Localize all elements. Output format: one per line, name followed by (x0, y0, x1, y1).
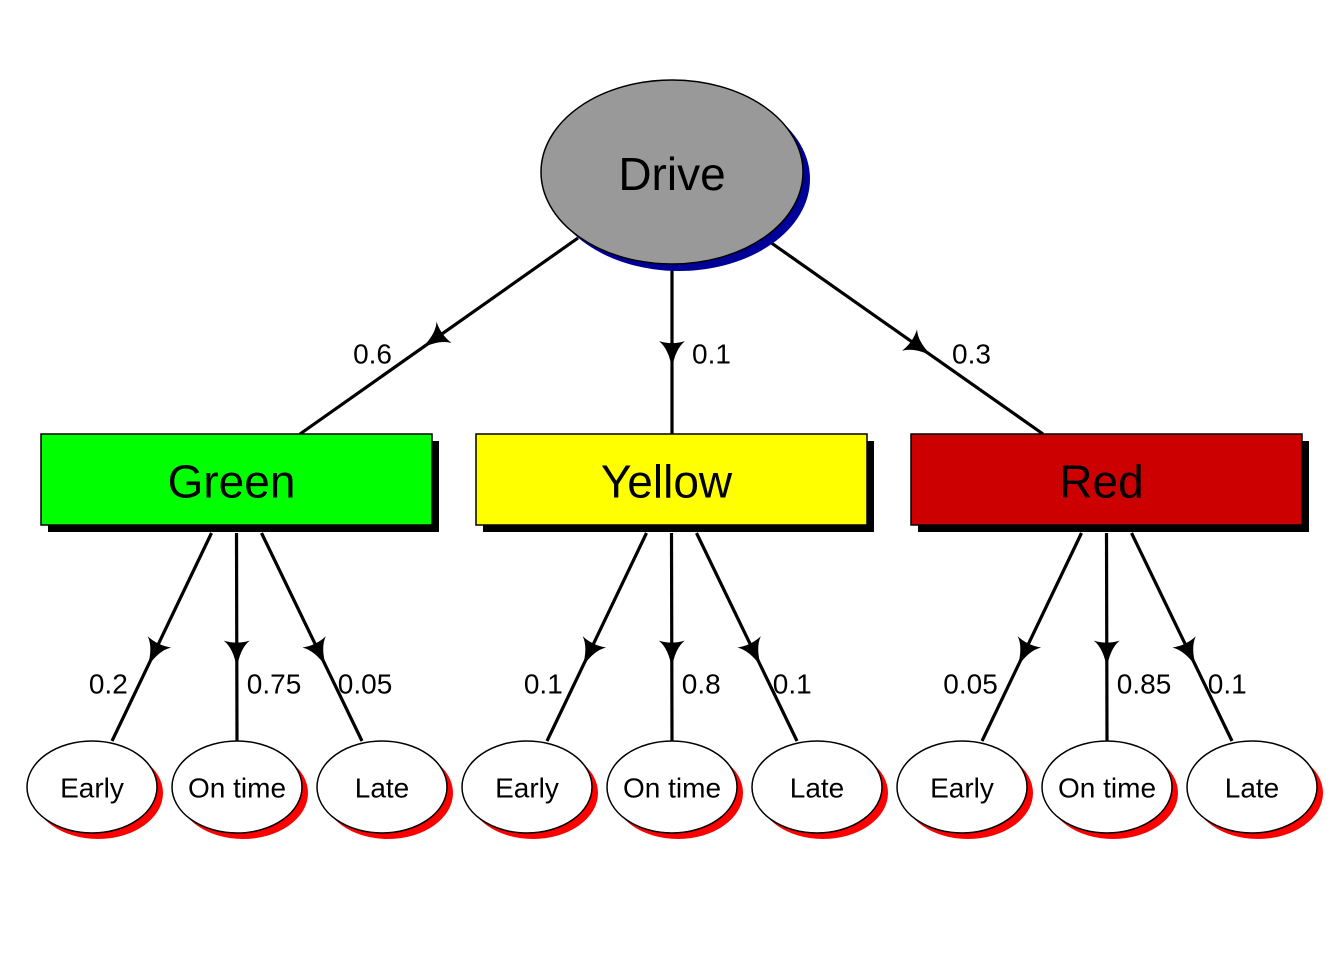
outcome-node-label: Late (790, 773, 845, 804)
probability-label-green-early: 0.2 (89, 669, 128, 700)
outcome-node-label: Early (495, 773, 559, 804)
arrowhead-icon (1093, 640, 1120, 669)
probability-label-red: 0.3 (952, 339, 991, 370)
arrowhead-icon (659, 341, 685, 370)
probability-label-yellow-early: 0.1 (524, 669, 563, 700)
edge-red-to-early (980, 532, 1083, 742)
edge-drive-to-red (769, 240, 1044, 436)
arrowhead-icon (1017, 636, 1042, 668)
edge-green-to-early-line (110, 532, 213, 742)
outcome-node-yellow-late: Late (751, 740, 888, 839)
edge-green-to-early (110, 532, 213, 742)
category-node-label: Green (168, 456, 296, 508)
root-node-label: Drive (618, 148, 725, 200)
outcome-node-label: Late (1225, 773, 1280, 804)
edge-green-to-on-time (223, 532, 250, 742)
edge-green-to-late-line (260, 532, 364, 742)
edge-red-to-on-time (1093, 532, 1120, 742)
outcome-node-ellipse (461, 740, 593, 834)
edge-green-to-late (260, 532, 364, 742)
probability-label-green-on-time: 0.75 (247, 669, 301, 700)
category-node-box (910, 433, 1303, 526)
edge-yellow-to-early (545, 532, 648, 742)
category-node-yellow: Yellow (475, 433, 874, 532)
edge-yellow-to-early-line (545, 532, 648, 742)
edge-yellow-to-late-line (695, 532, 799, 742)
outcome-node-red-early: Early (896, 740, 1033, 839)
probability-label-yellow-late: 0.1 (773, 669, 812, 700)
edge-drive-to-yellow (659, 264, 685, 434)
category-node-green: Green (40, 433, 439, 532)
outcome-node-green-early: Early (26, 740, 163, 839)
outcome-node-ellipse (1041, 740, 1173, 834)
arrowhead-icon (737, 636, 762, 668)
outcome-node-ellipse (751, 740, 883, 834)
edge-drive-to-green (299, 236, 579, 436)
arrowhead-icon (223, 640, 250, 669)
outcome-node-red-on-time: On time (1041, 740, 1178, 839)
edge-green-to-on-time-line (234, 532, 239, 742)
edge-red-to-late-line (1130, 532, 1234, 742)
arrowhead-icon (1172, 636, 1197, 668)
category-node-label: Yellow (601, 456, 733, 508)
edge-yellow-to-on-time (658, 532, 685, 742)
outcome-node-ellipse (1186, 740, 1318, 834)
outcome-node-red-late: Late (1186, 740, 1323, 839)
probability-label-green: 0.6 (353, 339, 392, 370)
outcome-node-label: Early (930, 773, 994, 804)
edge-red-to-late (1130, 532, 1234, 742)
outcome-node-green-on-time: On time (171, 740, 308, 839)
outcome-node-ellipse (316, 740, 448, 834)
edge-drive-to-red-line (769, 240, 1044, 436)
outcome-node-ellipse (606, 740, 738, 834)
root-node-drive: Drive (540, 79, 810, 271)
edge-red-to-early-line (980, 532, 1083, 742)
outcome-node-yellow-early: Early (461, 740, 598, 839)
outcome-node-label: Late (355, 773, 410, 804)
outcome-node-label: On time (188, 773, 286, 804)
probability-label-yellow-on-time: 0.8 (682, 669, 721, 700)
arrowhead-icon (658, 640, 685, 669)
probability-label-yellow: 0.1 (692, 339, 731, 370)
outcome-node-label: Early (60, 773, 124, 804)
edge-yellow-to-on-time-line (669, 532, 674, 742)
outcome-node-label: On time (1058, 773, 1156, 804)
outcome-node-ellipse (26, 740, 158, 834)
outcome-node-green-late: Late (316, 740, 453, 839)
labels-layer: 0.6 0.1 0.3 0.2 0.75 0.05 0.1 0.8 0.1 0.05 0.85 0.1 (89, 339, 1247, 700)
outcome-node-ellipse (896, 740, 1028, 834)
edge-red-to-on-time-line (1104, 532, 1109, 742)
category-node-label: Red (1059, 456, 1143, 508)
probability-label-red-early: 0.05 (943, 669, 998, 700)
edge-yellow-to-late (695, 532, 799, 742)
category-node-box (40, 433, 433, 526)
arrowhead-icon (582, 636, 607, 668)
category-node-box (475, 433, 868, 526)
arrowhead-icon (147, 636, 172, 668)
outcome-node-label: On time (623, 773, 721, 804)
arrowhead-icon (302, 636, 327, 668)
outcome-node-ellipse (171, 740, 303, 834)
edges-layer (110, 236, 1234, 742)
arrowhead-icon (902, 329, 933, 357)
probability-label-red-late: 0.1 (1208, 669, 1247, 700)
probability-label-red-on-time: 0.85 (1117, 669, 1172, 700)
outcome-node-yellow-on-time: On time (606, 740, 743, 839)
root-node-ellipse (540, 79, 804, 265)
category-node-red: Red (910, 433, 1309, 532)
probability-label-green-late: 0.05 (338, 669, 393, 700)
arrowhead-icon (421, 321, 452, 349)
